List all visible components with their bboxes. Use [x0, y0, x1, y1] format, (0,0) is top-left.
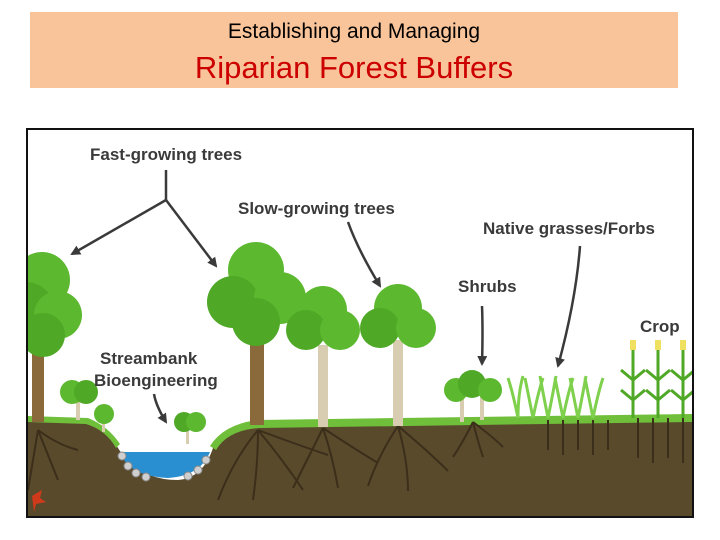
crop-plants — [620, 348, 692, 418]
fast-growing-tree-center — [207, 242, 306, 425]
crop-tassels — [630, 340, 686, 350]
slide-subtitle: Establishing and Managing — [227, 20, 481, 43]
diagram-illustration: Fast-growing trees Slow-growing trees Na… — [28, 145, 692, 516]
corner-logo-icon — [32, 490, 46, 512]
stream-water — [120, 452, 210, 478]
label-slow-growing-trees: Slow-growing trees — [238, 199, 395, 218]
label-shrubs: Shrubs — [458, 277, 517, 296]
slow-growing-tree-2 — [360, 284, 436, 426]
callout-arrows — [70, 170, 582, 424]
root-system — [28, 418, 684, 501]
slow-growing-tree-1 — [286, 286, 360, 427]
label-streambank: Streambank — [100, 349, 198, 368]
label-bioengineering: Bioengineering — [94, 371, 218, 390]
riparian-buffer-diagram: Fast-growing trees Slow-growing trees Na… — [26, 128, 694, 518]
soil-layer — [28, 420, 692, 516]
streambank-stones — [117, 451, 211, 482]
label-crop: Crop — [640, 317, 680, 336]
title-banner: Establishing and Managing Riparian Fores… — [30, 12, 678, 88]
label-fast-growing-trees: Fast-growing trees — [90, 145, 242, 164]
grass-strip — [28, 416, 120, 448]
label-native-grasses: Native grasses/Forbs — [483, 219, 655, 238]
native-grasses — [506, 375, 605, 419]
shrub-group — [444, 370, 502, 422]
fast-growing-tree-left — [28, 252, 82, 422]
streambank-shrubs — [60, 380, 206, 444]
slide-title: Riparian Forest Buffers — [194, 50, 514, 85]
